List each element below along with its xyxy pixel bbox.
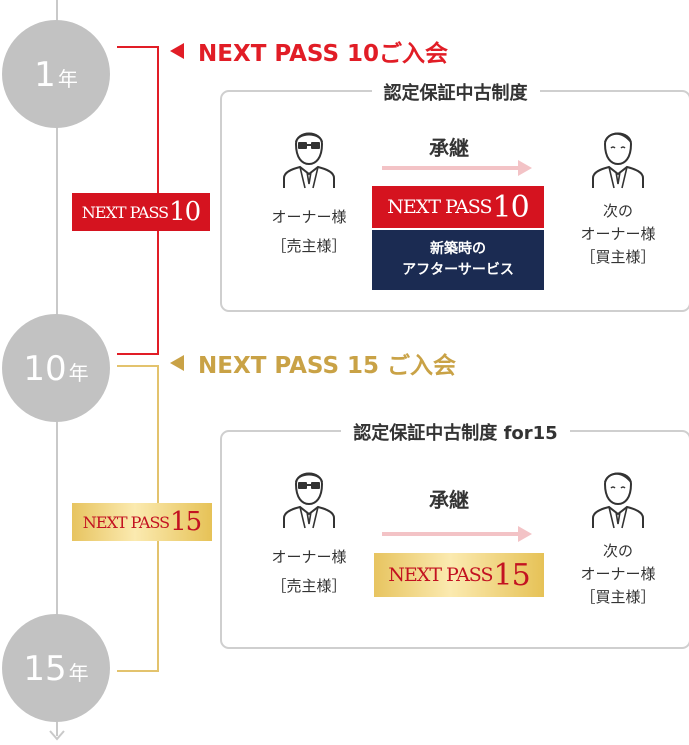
next-pass-10-join-title: NEXT PASS 10ご入会: [170, 34, 448, 68]
join-label: NEXT PASS 10ご入会: [198, 41, 449, 67]
seller-person: オーナー様 ［売主様］: [259, 462, 359, 598]
left-triangle-icon: [170, 43, 184, 59]
man-icon: [592, 472, 644, 529]
after-service-box: 新築時の アフターサービス: [372, 230, 544, 290]
badge-number: 15: [170, 507, 202, 537]
year-number: 15: [23, 649, 67, 689]
buyer-role: ［買主様］: [580, 248, 656, 266]
seller-person: オーナー様 ［売主様］: [259, 122, 359, 258]
year-unit: 年: [68, 361, 89, 385]
year-number: 10: [23, 349, 67, 389]
year-unit: 年: [57, 67, 78, 91]
inherit-arrow-icon: [382, 526, 532, 542]
badge-number: 10: [492, 189, 530, 225]
seller-label: オーナー様: [271, 208, 347, 226]
man-with-glasses-icon: [283, 472, 335, 529]
inherit-arrow-icon: [382, 160, 532, 176]
buyer-label-line-1: 次の: [602, 542, 633, 560]
year-number: 1: [34, 55, 56, 95]
man-icon: [592, 132, 644, 189]
box-title: 認定保証中古制度: [371, 83, 540, 104]
seller-role: ［売主様］: [271, 237, 347, 255]
buyer-label-line-1: 次の: [602, 202, 633, 220]
badge-number: 10: [169, 197, 201, 227]
man-with-glasses-icon: [283, 132, 335, 189]
badge-prefix: NEXT PASS: [82, 512, 170, 532]
buyer-label-line-2: オーナー様: [580, 225, 656, 243]
box-title: 認定保証中古制度 for15: [341, 423, 570, 444]
seller-role: ［売主様］: [271, 577, 347, 595]
timeline-down-arrow-icon: [49, 730, 65, 741]
service-line-2: アフターサービス: [402, 262, 514, 278]
year-10-circle: 10 年: [2, 314, 110, 422]
service-line-1: 新築時の: [430, 241, 486, 257]
seller-label: オーナー様: [271, 548, 347, 566]
badge-prefix: NEXT PASS: [388, 564, 493, 586]
year-1-circle: 1 年: [2, 20, 110, 128]
buyer-role: ［買主様］: [580, 588, 656, 606]
buyer-label-line-2: オーナー様: [580, 565, 656, 583]
badge-prefix: NEXT PASS: [81, 202, 169, 222]
left-triangle-icon: [170, 355, 184, 371]
buyer-person: 次の オーナー様 ［買主様］: [568, 462, 668, 609]
badge-number: 15: [493, 557, 531, 593]
inherit-label: 承継: [429, 136, 469, 160]
year-unit: 年: [68, 661, 89, 685]
buyer-person: 次の オーナー様 ［買主様］: [568, 122, 668, 269]
year-15-circle: 15 年: [2, 614, 110, 722]
join-label: NEXT PASS 15 ご入会: [198, 353, 457, 379]
next-pass-15-join-title: NEXT PASS 15 ご入会: [170, 346, 456, 380]
badge-prefix: NEXT PASS: [387, 196, 492, 218]
inherit-label: 承継: [429, 488, 469, 512]
